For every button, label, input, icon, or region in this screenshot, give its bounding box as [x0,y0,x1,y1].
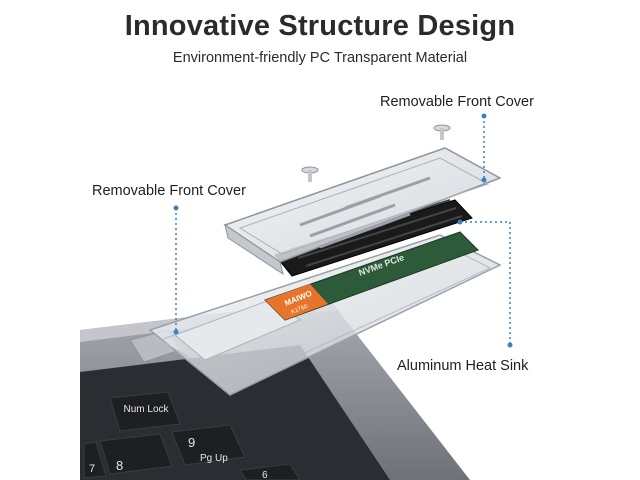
key-label: Pg Up [200,453,228,464]
key-label: Num Lock [123,404,169,415]
key-label: 9 [188,435,195,450]
key-9: 9 Pg Up [171,424,246,466]
callout-heat-sink: Aluminum Heat Sink [397,358,529,374]
key-8: 8 [99,433,173,475]
callout-leader-top-right [481,113,487,183]
key-label: 7 [89,463,95,475]
page-subtitle: Environment-friendly PC Transparent Mate… [172,50,468,66]
page-title: Innovative Structure Design [124,10,516,42]
key-6 [239,463,301,480]
callout-bottom-cover: Removable Front Cover [92,183,246,199]
callout-leader-bottom-right [457,219,513,348]
callout-top-cover: Removable Front Cover [380,94,534,110]
keyboard: Num Lock 9 Pg Up 8 7 6 [83,391,301,480]
key-num-lock: Num Lock [109,391,181,432]
callout-leader-left [173,205,179,335]
enclosure-base [148,234,502,396]
key-7 [83,441,107,479]
ssd-board: MAIWO K1760 NVMe PCIe [264,231,479,321]
top-cover [223,147,502,276]
ssd-label [265,284,328,320]
screw-right [433,124,451,140]
key-label: 6 [262,470,268,480]
key-label: 8 [116,458,123,473]
screw-left [301,166,319,182]
